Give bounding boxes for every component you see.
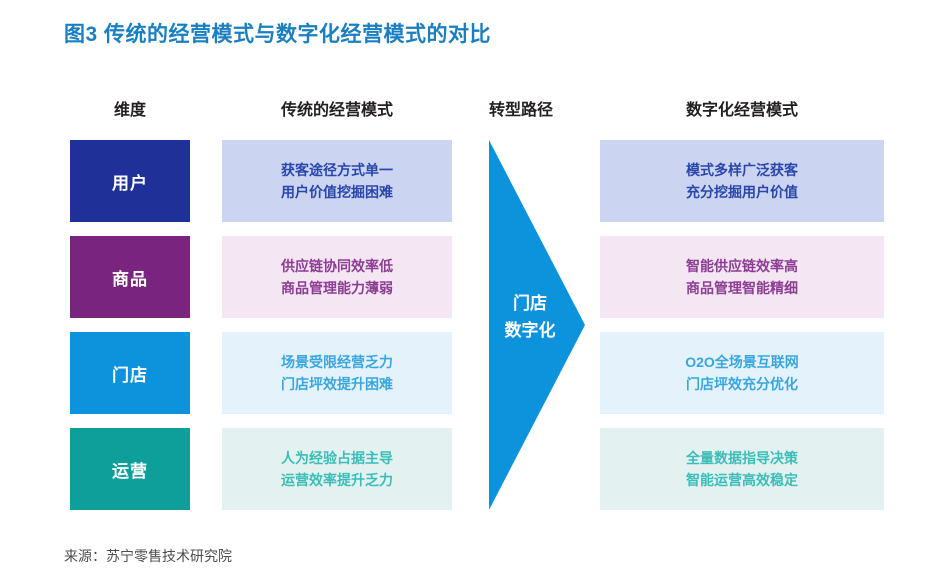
traditional-text: 场景受限经营乏力 门店坪效提升困难	[281, 354, 393, 392]
source-note: 来源：苏宁零售技术研究院	[64, 548, 232, 564]
dimension-label: 商品	[112, 269, 148, 289]
figure-title: 图3 传统的经营模式与数字化经营模式的对比	[64, 23, 492, 46]
dimension-swatch: 用户	[70, 140, 190, 222]
digital-cell: 智能供应链效率高 商品管理智能精细	[600, 236, 884, 318]
table-row: 用户 获客途径方式单一 用户价值挖掘困难 模式多样广泛获客 充分挖掘用户价值	[0, 140, 938, 222]
traditional-cell: 人为经验占据主导 运营效率提升乏力	[222, 428, 452, 510]
transformation-arrow-icon	[489, 140, 585, 510]
column-header-dimension: 维度	[113, 102, 146, 119]
table-row: 运营 人为经验占据主导 运营效率提升乏力 全量数据指导决策 智能运营高效稳定	[0, 428, 938, 510]
digital-cell: 全量数据指导决策 智能运营高效稳定	[600, 428, 884, 510]
digital-text: 全量数据指导决策 智能运营高效稳定	[686, 450, 798, 488]
table-row: 门店 场景受限经营乏力 门店坪效提升困难 O2O全场景互联网 门店坪效充分优化	[0, 332, 938, 414]
digital-text: O2O全场景互联网 门店坪效充分优化	[685, 354, 799, 392]
traditional-cell: 供应链协同效率低 商品管理能力薄弱	[222, 236, 452, 318]
traditional-text: 人为经验占据主导 运营效率提升乏力	[281, 450, 393, 488]
dimension-label: 用户	[112, 173, 148, 193]
column-header-digital: 数字化经营模式	[685, 102, 798, 119]
column-header-traditional: 传统的经营模式	[280, 102, 393, 119]
digital-text: 智能供应链效率高 商品管理智能精细	[686, 258, 798, 296]
column-header-path: 转型路径	[488, 102, 553, 119]
table-row: 商品 供应链协同效率低 商品管理能力薄弱 智能供应链效率高 商品管理智能精细	[0, 236, 938, 318]
digital-cell: 模式多样广泛获客 充分挖掘用户价值	[600, 140, 884, 222]
dimension-swatch: 门店	[70, 332, 190, 414]
dimension-label: 运营	[112, 461, 148, 481]
dimension-label: 门店	[112, 365, 148, 385]
traditional-text: 供应链协同效率低 商品管理能力薄弱	[281, 258, 393, 296]
dimension-swatch: 运营	[70, 428, 190, 510]
traditional-cell: 场景受限经营乏力 门店坪效提升困难	[222, 332, 452, 414]
dimension-swatch: 商品	[70, 236, 190, 318]
digital-text: 模式多样广泛获客 充分挖掘用户价值	[686, 162, 798, 200]
traditional-text: 获客途径方式单一 用户价值挖掘困难	[281, 162, 393, 200]
digital-cell: O2O全场景互联网 门店坪效充分优化	[600, 332, 884, 414]
traditional-cell: 获客途径方式单一 用户价值挖掘困难	[222, 140, 452, 222]
